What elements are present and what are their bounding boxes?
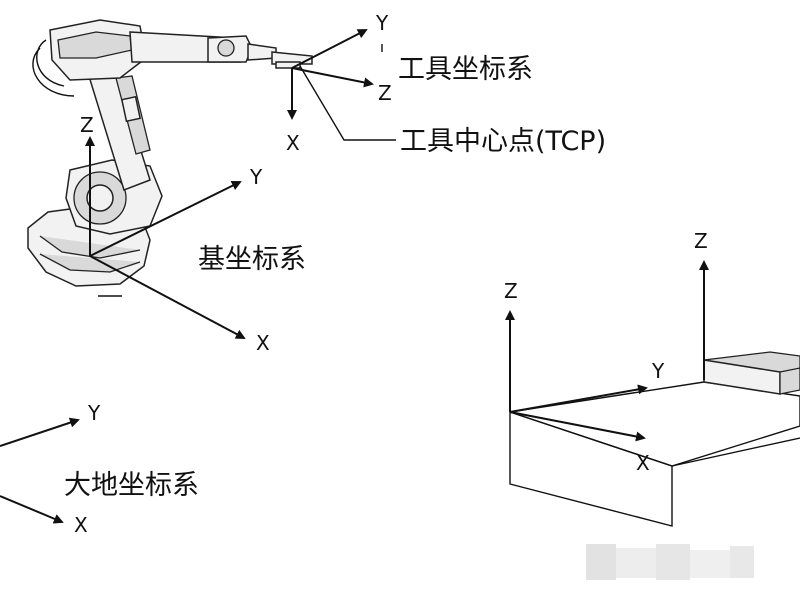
world-y-label: Y <box>87 401 101 425</box>
tool-frame-label: 工具坐标系 <box>398 54 533 85</box>
industrial-robot-illustration <box>27 19 313 297</box>
table-y-axis <box>509 384 648 413</box>
world-x-label: X <box>74 513 88 537</box>
tool-z-label: Z <box>378 81 392 105</box>
table-frame-axes: Z Y X <box>504 279 665 475</box>
tool-y-axis <box>291 29 368 69</box>
table-z-label: Z <box>504 279 518 303</box>
world-frame-label: 大地坐标系 <box>64 470 199 501</box>
tool-z-axis <box>291 67 374 88</box>
tcp-leader-line <box>299 65 396 141</box>
world-frame-axes: Y X 大地坐标系 <box>0 401 199 537</box>
world-x-axis <box>0 495 64 524</box>
tool-x-label: X <box>286 131 300 155</box>
tcp-callout: 工具中心点(TCP) <box>299 65 606 157</box>
tcp-label: 工具中心点(TCP) <box>400 126 606 157</box>
table-x-axis <box>509 411 646 442</box>
workpiece-z-label: Z <box>694 229 708 253</box>
base-x-axis <box>89 255 246 339</box>
base-frame-axes: Z Y X 基坐标系 <box>80 113 306 355</box>
base-x-label: X <box>256 331 270 355</box>
table-y-label: Y <box>651 359 665 383</box>
tool-frame-axes: Y Z X 工具坐标系 <box>286 11 533 155</box>
blurred-watermark <box>586 544 754 580</box>
base-frame-label: 基坐标系 <box>198 244 306 275</box>
workpiece-frame-axes: Z <box>694 229 709 380</box>
tool-y-label: Y <box>375 11 389 35</box>
table-x-label: X <box>636 451 650 475</box>
base-y-label: Y <box>249 165 263 189</box>
base-z-label: Z <box>80 113 94 137</box>
work-table-illustration <box>509 351 800 527</box>
world-y-axis <box>0 417 80 447</box>
base-y-axis <box>89 181 242 257</box>
